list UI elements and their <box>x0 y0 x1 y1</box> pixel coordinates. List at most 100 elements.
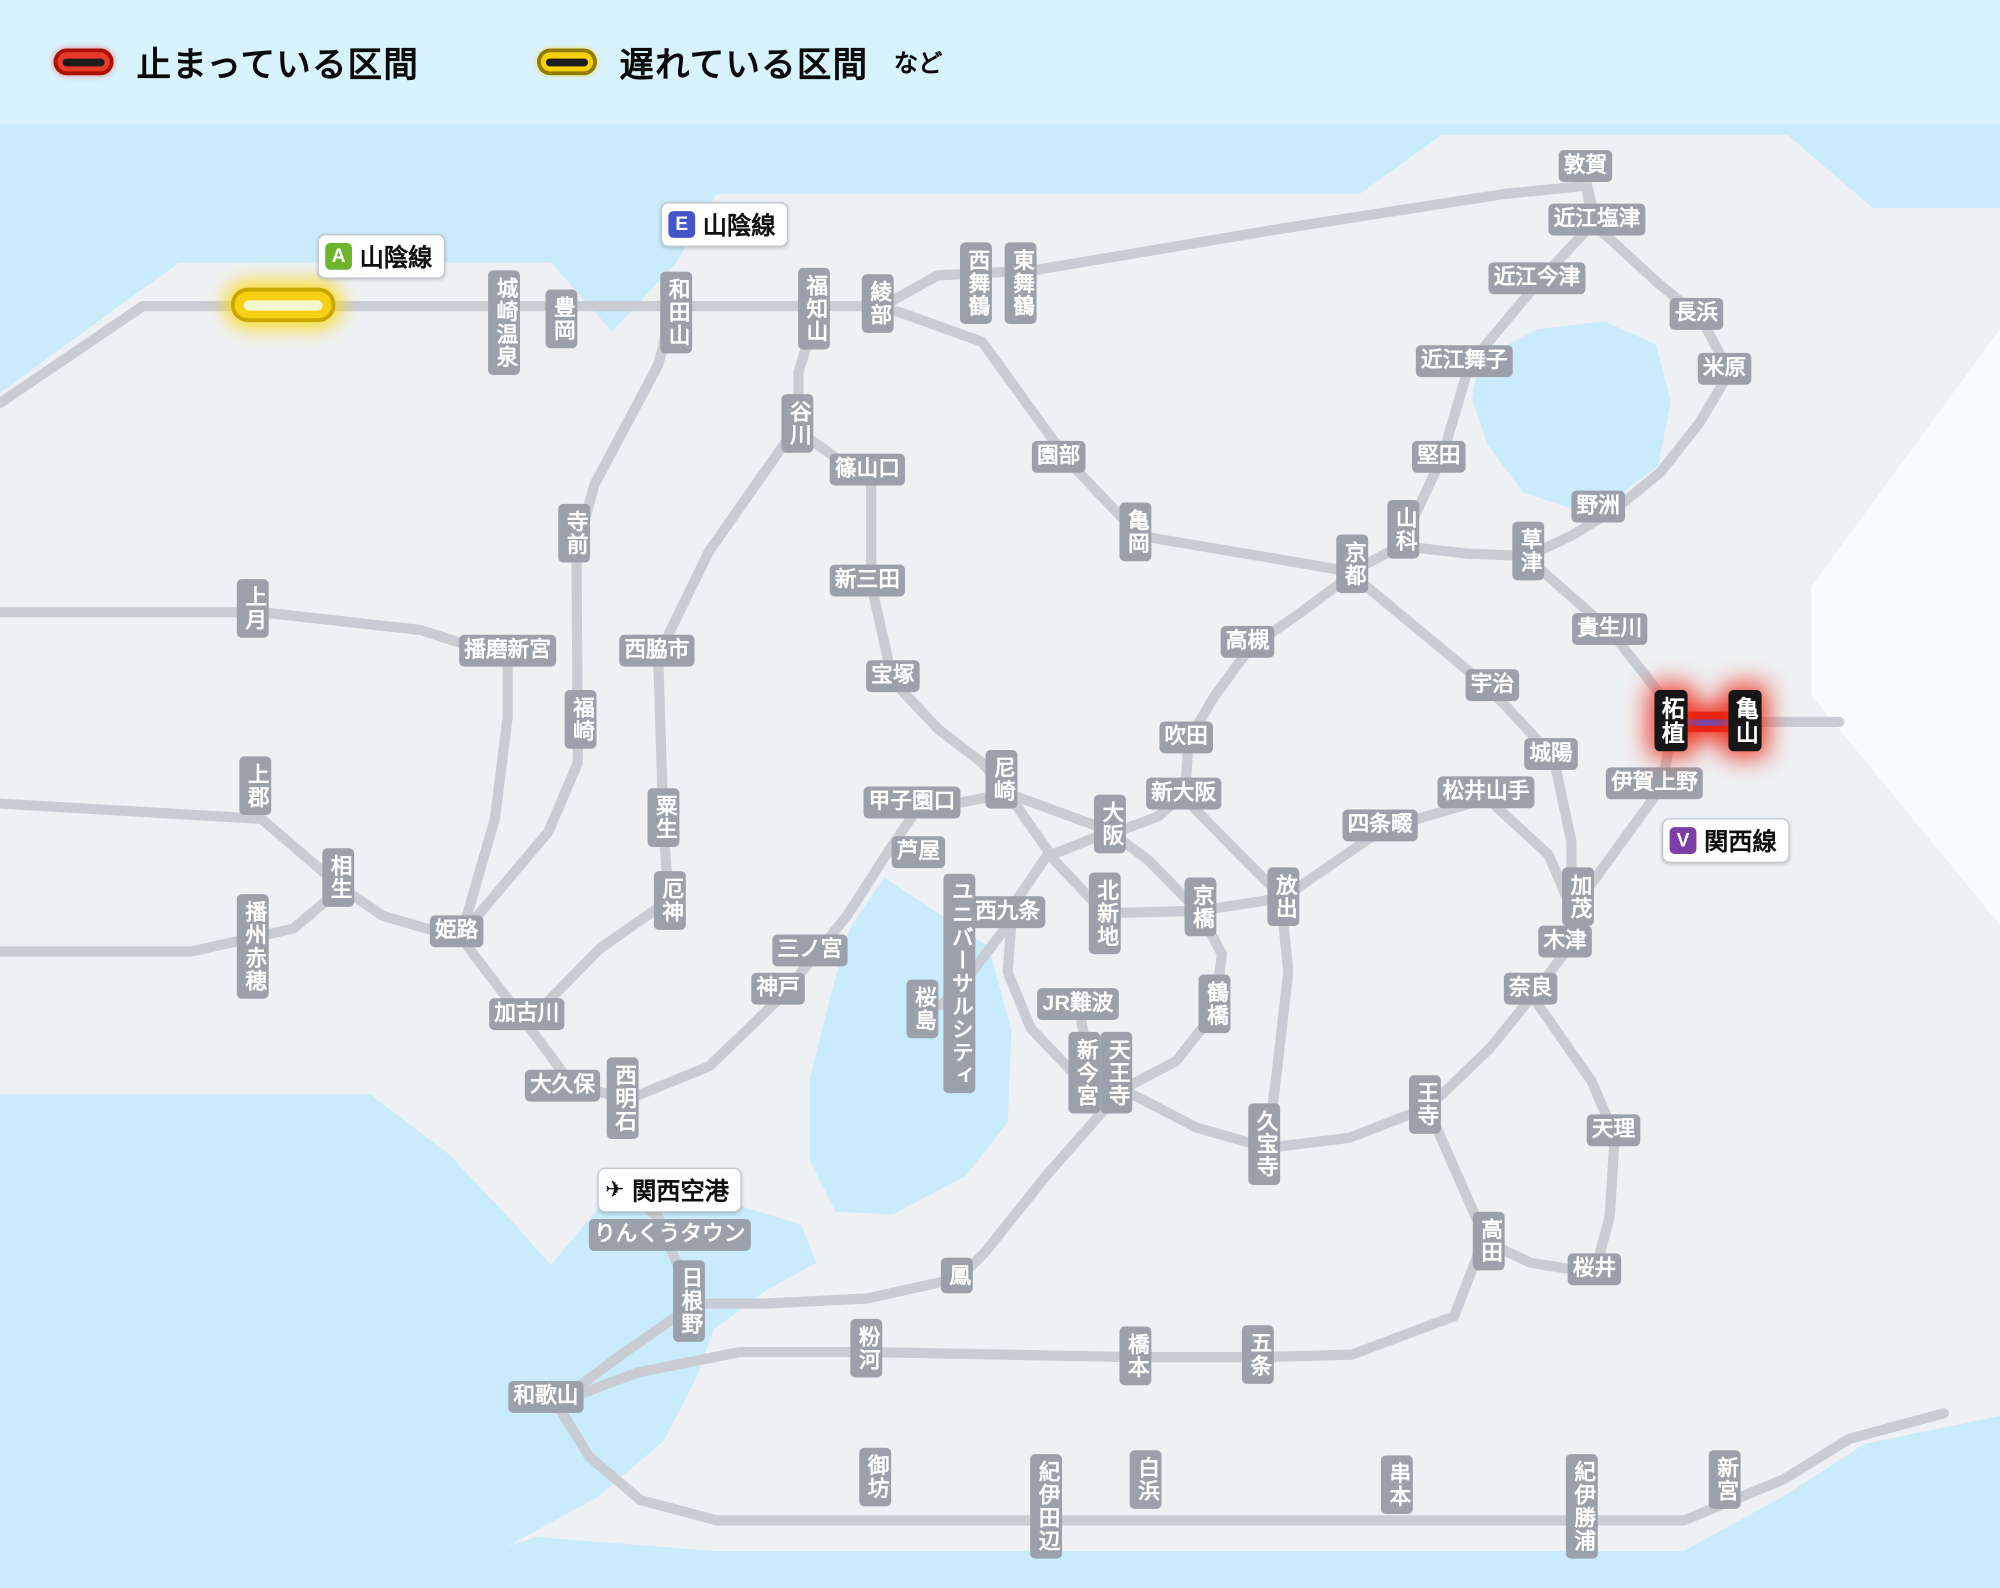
station-label-福崎: 福崎 <box>564 690 597 749</box>
station-label-宝塚: 宝塚 <box>866 660 920 692</box>
rail-line-sagano <box>877 301 1355 577</box>
station-label-桜井: 桜井 <box>1567 1253 1622 1285</box>
station-label-新今宮: 新今宮 <box>1068 1031 1100 1114</box>
station-label-日根野: 日根野 <box>673 1260 705 1342</box>
station-label-亀岡: 亀岡 <box>1119 502 1151 562</box>
station-label-近江今津: 近江今津 <box>1488 262 1586 294</box>
station-label-王寺: 王寺 <box>1409 1075 1441 1134</box>
station-label-播州赤穂: 播州赤穂 <box>236 894 269 999</box>
rail-line-osaka-higashi <box>1179 793 1294 1151</box>
station-label-五条: 五条 <box>1241 1325 1274 1384</box>
station-label-城陽: 城陽 <box>1524 738 1578 770</box>
legend-delayed-label: 遅れている区間 <box>619 45 869 85</box>
station-label-甲子園口: 甲子園口 <box>863 786 961 819</box>
station-label-相生: 相生 <box>322 848 354 907</box>
station-label-新三田: 新三田 <box>829 564 905 597</box>
station-label-城崎温泉: 城崎温泉 <box>488 270 520 375</box>
station-label-野洲: 野洲 <box>1571 490 1625 523</box>
station-label-米原: 米原 <box>1697 352 1752 385</box>
rail-line-tozai-gakkentoshi <box>1002 788 1577 949</box>
rail-line-sakurai-line <box>1487 992 1620 1279</box>
station-label-高槻: 高槻 <box>1220 625 1275 658</box>
station-label-松井山手: 松井山手 <box>1437 776 1535 808</box>
rail-line-hanwa <box>551 1086 1125 1409</box>
station-label-木津: 木津 <box>1538 925 1592 958</box>
station-label-福知山: 福知山 <box>798 267 830 350</box>
station-label-新大阪: 新大阪 <box>1146 777 1222 810</box>
station-label-厄神: 厄神 <box>653 871 686 930</box>
station-label-西明石: 西明石 <box>606 1057 639 1140</box>
station-label-奈良: 奈良 <box>1503 972 1558 1005</box>
station-label-宇治: 宇治 <box>1465 669 1520 701</box>
station-label-貴生川: 貴生川 <box>1572 613 1648 645</box>
station-label-三ノ宮: 三ノ宮 <box>772 934 848 966</box>
station-label-園部: 園部 <box>1031 440 1086 473</box>
stopped-section-icon-stripe <box>62 58 105 66</box>
station-label-京都: 京都 <box>1336 534 1368 594</box>
station-label-橋本: 橋本 <box>1119 1326 1151 1386</box>
line-letter-icon-A: A <box>325 242 353 270</box>
stopped-section-icon <box>53 48 114 76</box>
sea-southwest <box>0 1094 817 1588</box>
alert-stopped-section <box>1674 711 1744 733</box>
station-label-西舞鶴: 西舞鶴 <box>960 242 992 324</box>
station-label-谷川: 谷川 <box>781 394 813 453</box>
station-label-西脇市: 西脇市 <box>619 634 695 667</box>
station-label-草津: 草津 <box>1512 521 1544 581</box>
station-label-長浜: 長浜 <box>1669 298 1724 330</box>
station-label-四条畷: 四条畷 <box>1342 809 1418 841</box>
station-label-芦屋: 芦屋 <box>891 836 946 868</box>
station-label-山科: 山科 <box>1387 500 1419 559</box>
station-label-天理: 天理 <box>1586 1114 1641 1146</box>
legend-delayed-suffix: など <box>893 51 943 78</box>
station-label-豊岡: 豊岡 <box>545 289 577 349</box>
station-label-新宮: 新宮 <box>1708 1450 1741 1509</box>
rail-line-kyoto-line <box>1112 571 1355 837</box>
station-label-近江塩津: 近江塩津 <box>1548 203 1646 236</box>
rail-line-sanin-west <box>0 301 888 409</box>
line-badge-label: 山陰線 <box>359 245 433 273</box>
line-letter-icon-V: V <box>1669 827 1697 854</box>
rail-line-wakayama-line <box>551 1104 1490 1409</box>
legend-bar: 止まっている区間 遅れている区間 など <box>0 0 2000 124</box>
station-label-JR難波: JR難波 <box>1037 988 1119 1020</box>
station-label-上郡: 上郡 <box>239 756 271 816</box>
station-label-放出: 放出 <box>1267 867 1299 927</box>
sea-north <box>0 123 2000 393</box>
line-badge-label: 関西線 <box>1704 829 1777 857</box>
station-label-吹田: 吹田 <box>1159 721 1214 753</box>
alert-stripe <box>1674 718 1744 726</box>
line-badge-kansai-v: V 関西線 <box>1661 818 1790 863</box>
station-label-鳳: 鳳 <box>940 1257 973 1294</box>
region-east-region <box>1811 329 2000 925</box>
station-label-天王寺: 天王寺 <box>1100 1031 1132 1114</box>
sea-south <box>382 1415 2000 1588</box>
line-badge-label: 山陰線 <box>702 213 776 241</box>
station-label-紀伊勝浦: 紀伊勝浦 <box>1565 1454 1598 1559</box>
station-label-伊賀上野: 伊賀上野 <box>1605 767 1703 799</box>
delayed-section-icon <box>536 48 597 76</box>
station-label-高田: 高田 <box>1472 1211 1505 1271</box>
delayed-section-icon-stripe <box>545 58 588 66</box>
station-label-東舞鶴: 東舞鶴 <box>1004 242 1037 324</box>
station-label-粟生: 粟生 <box>647 788 680 847</box>
alert-delayed-section <box>230 287 336 323</box>
station-label-神戸: 神戸 <box>751 972 805 1005</box>
station-label-亀山: 亀山 <box>1728 690 1762 752</box>
station-label-久宝寺: 久宝寺 <box>1248 1103 1280 1185</box>
station-label-姫路: 姫路 <box>429 915 484 947</box>
alert-stripe <box>243 299 323 310</box>
station-label-京橋: 京橋 <box>1184 877 1216 937</box>
station-label-御坊: 御坊 <box>859 1447 891 1507</box>
legend-item-delayed: 遅れている区間 など <box>536 37 942 87</box>
airport-badge: ✈関西空港 <box>597 1167 742 1213</box>
station-label-近江舞子: 近江舞子 <box>1415 345 1513 377</box>
station-label-柘植: 柘植 <box>1654 690 1688 752</box>
station-label-和田山: 和田山 <box>660 271 692 354</box>
station-label-敦賀: 敦賀 <box>1558 150 1613 182</box>
station-label-堅田: 堅田 <box>1411 440 1466 473</box>
